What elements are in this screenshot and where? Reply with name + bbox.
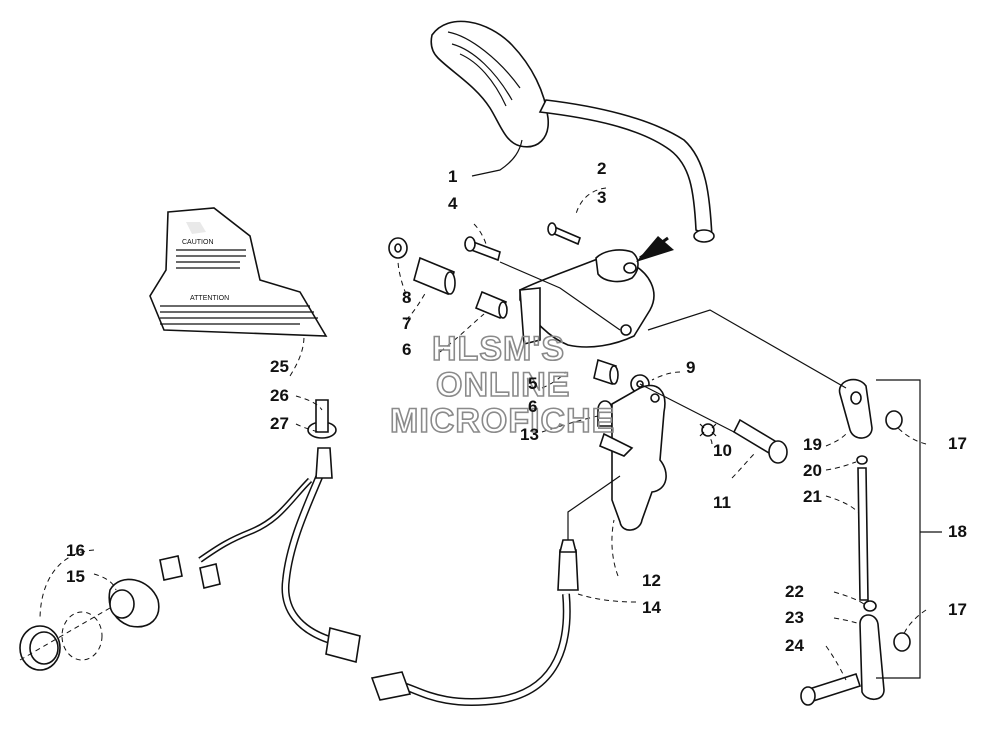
callout-labels: 1 2 3 4 5 6 6 7 8 9 10 11 12 13 14 15 16… bbox=[66, 159, 967, 655]
bolt-part-4 bbox=[464, 236, 501, 262]
callout-27: 27 bbox=[270, 414, 289, 433]
pin-part-3 bbox=[547, 222, 581, 246]
linkage-rod-assembly bbox=[800, 378, 911, 706]
callout-24: 24 bbox=[785, 636, 804, 655]
bushing-part-6-lower bbox=[593, 358, 619, 386]
callout-17-upper: 17 bbox=[948, 434, 967, 453]
decal-part-25: CAUTION ATTENTION bbox=[149, 207, 328, 337]
switch-part-15 bbox=[108, 578, 160, 628]
lever-assembly bbox=[430, 20, 715, 348]
leader-lines bbox=[39, 139, 942, 681]
wiring-harness bbox=[159, 399, 361, 664]
callout-8: 8 bbox=[402, 288, 411, 307]
callout-23: 23 bbox=[785, 608, 804, 627]
decal-attention-text: ATTENTION bbox=[190, 295, 229, 302]
callout-18: 18 bbox=[948, 522, 967, 541]
washer-part-8 bbox=[388, 237, 408, 259]
decal-caution-text: CAUTION bbox=[182, 239, 214, 246]
watermark-line-3: MICROFICHE bbox=[390, 402, 615, 440]
callout-16: 16 bbox=[66, 541, 85, 560]
callout-3: 3 bbox=[597, 188, 606, 207]
callout-20: 20 bbox=[803, 461, 822, 480]
callout-6-upper: 6 bbox=[402, 340, 411, 359]
pin-part-11 bbox=[732, 418, 788, 464]
callout-14: 14 bbox=[642, 598, 661, 617]
callout-21: 21 bbox=[803, 487, 822, 506]
callout-11: 11 bbox=[713, 493, 731, 512]
callout-12: 12 bbox=[642, 571, 661, 590]
callout-22: 22 bbox=[785, 582, 804, 601]
cable-part-14 bbox=[370, 539, 579, 707]
bezel-part-16 bbox=[19, 607, 111, 671]
callout-25: 25 bbox=[270, 357, 289, 376]
lock-washer-part-10 bbox=[699, 423, 717, 437]
callout-26: 26 bbox=[270, 386, 289, 405]
callout-13: 13 bbox=[520, 425, 539, 444]
callout-1: 1 bbox=[448, 167, 457, 186]
bracket-part-12 bbox=[599, 384, 667, 531]
bushing-part-6-upper bbox=[474, 290, 508, 320]
callout-19: 19 bbox=[803, 435, 822, 454]
callout-4: 4 bbox=[448, 194, 458, 213]
watermark-line-2: ONLINE bbox=[436, 366, 570, 404]
callout-5: 5 bbox=[528, 374, 537, 393]
callout-2: 2 bbox=[597, 159, 606, 178]
watermark-line-1: HLSM'S bbox=[432, 330, 565, 368]
callout-7: 7 bbox=[402, 314, 411, 333]
callout-10: 10 bbox=[713, 441, 732, 460]
callout-17-lower: 17 bbox=[948, 600, 967, 619]
callout-15: 15 bbox=[66, 567, 85, 586]
watermark: HLSM'S ONLINE MICROFICHE bbox=[389, 329, 615, 441]
callout-9: 9 bbox=[686, 358, 695, 377]
bushing-part-7 bbox=[413, 256, 456, 296]
callout-6-lower: 6 bbox=[528, 397, 537, 416]
direction-arrow-icon bbox=[636, 236, 674, 262]
